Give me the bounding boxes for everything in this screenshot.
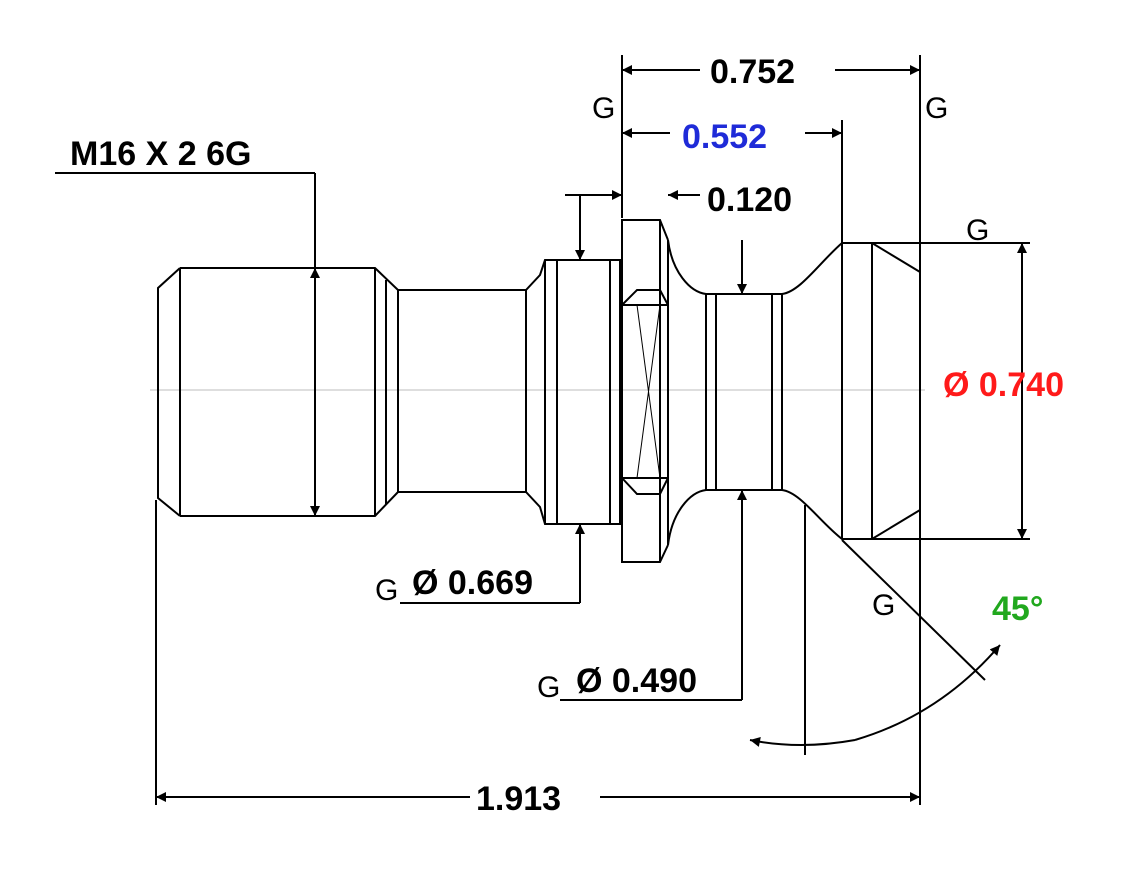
thread-callout: M16 X 2 6G	[70, 135, 251, 173]
dim-top-length: 0.752	[710, 53, 795, 91]
datum-mark: G	[375, 574, 398, 607]
dim-angle: 45°	[992, 590, 1043, 628]
datum-mark: G	[537, 671, 560, 704]
datum-mark: G	[925, 92, 948, 125]
dim-flange-width: 0.120	[707, 181, 792, 219]
datum-mark: G	[872, 589, 895, 622]
datum-mark: G	[592, 92, 615, 125]
dimension-lines	[156, 65, 1027, 802]
dim-collar-diameter: Ø 0.669	[412, 564, 533, 602]
dim-neck-diameter: Ø 0.490	[576, 662, 697, 700]
dim-mid-length: 0.552	[682, 118, 767, 156]
datum-mark: G	[966, 214, 989, 247]
part-outline	[157, 219, 921, 563]
dim-overall-length: 1.913	[476, 780, 561, 818]
dim-head-diameter: Ø 0.740	[943, 366, 1064, 404]
